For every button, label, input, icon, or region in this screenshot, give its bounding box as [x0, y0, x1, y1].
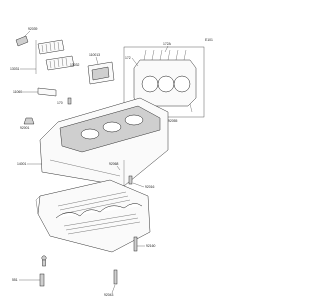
- stud: [151, 49, 155, 61]
- small-bracket: [15, 35, 29, 47]
- lower-crankcase: [37, 179, 151, 253]
- plug-92001: [23, 117, 35, 125]
- label-92055: 92055: [168, 119, 178, 123]
- lower-crankcase-group: 92160: [35, 179, 156, 253]
- leader: [116, 165, 121, 171]
- leader: [111, 284, 116, 294]
- stud: [143, 49, 147, 61]
- cylinder-bore-2: [157, 75, 175, 93]
- leader: [132, 182, 145, 188]
- label-92016: 92016: [145, 185, 155, 189]
- bolt-551: [42, 259, 46, 267]
- cover-plate-inner: [91, 66, 110, 81]
- diagram-code: E101: [205, 38, 213, 42]
- stud: [183, 49, 187, 61]
- stud: [189, 103, 193, 113]
- leader: [131, 57, 139, 67]
- leader: [164, 45, 169, 53]
- exploded-parts-diagram: E101 172A 172 92039 13032 1303: [10, 27, 213, 297]
- seal-plate: [37, 87, 57, 97]
- label-172: 172: [125, 56, 131, 60]
- leader: [23, 30, 31, 38]
- case-rib: [49, 159, 121, 177]
- drain-plug: [39, 273, 45, 287]
- crank-journal-3: [124, 114, 144, 126]
- label-170: 170: [57, 101, 63, 105]
- stud: [175, 49, 179, 61]
- lower-bearing-saddles: [55, 203, 143, 219]
- label-92160: 92160: [146, 244, 156, 248]
- crank-journal-1: [80, 128, 100, 140]
- label-110013: 110013: [89, 53, 100, 57]
- bearing-insert-1: [37, 39, 65, 55]
- bearing-insert-2: [45, 55, 75, 71]
- cylinder-bore-3: [173, 75, 191, 93]
- cylinder-bore-1: [141, 75, 159, 93]
- bolt-92016: [128, 175, 133, 185]
- stud: [167, 49, 171, 61]
- label-92039: 92039: [28, 27, 38, 31]
- washer-551: [41, 255, 47, 261]
- bolt-170: [67, 97, 72, 105]
- cylinder-block-group: 172A 172: [123, 42, 205, 118]
- label-13031: 13031: [10, 67, 20, 71]
- label-92068: 92068: [109, 162, 119, 166]
- label-92001: 92001: [20, 126, 30, 130]
- label-11060: 11060: [13, 90, 22, 94]
- crank-journal-2: [102, 121, 122, 133]
- crankcase-group: 14001 92068 92016: [17, 97, 169, 189]
- label-14001: 14001: [17, 162, 27, 166]
- bottom-parts-group: 551 92043: [12, 255, 118, 297]
- bolt-92043: [113, 269, 118, 285]
- label-92043: 92043: [104, 293, 114, 297]
- label-551: 551: [12, 278, 18, 282]
- leader: [95, 56, 99, 65]
- bolt-92160: [133, 236, 138, 252]
- label-13032: 13032: [70, 63, 80, 67]
- bearing-inserts-group: 92039 13032 13031 110013 11060: [10, 27, 115, 97]
- stud: [159, 49, 163, 61]
- case-flange: [35, 195, 41, 215]
- label-172A: 172A: [163, 42, 172, 46]
